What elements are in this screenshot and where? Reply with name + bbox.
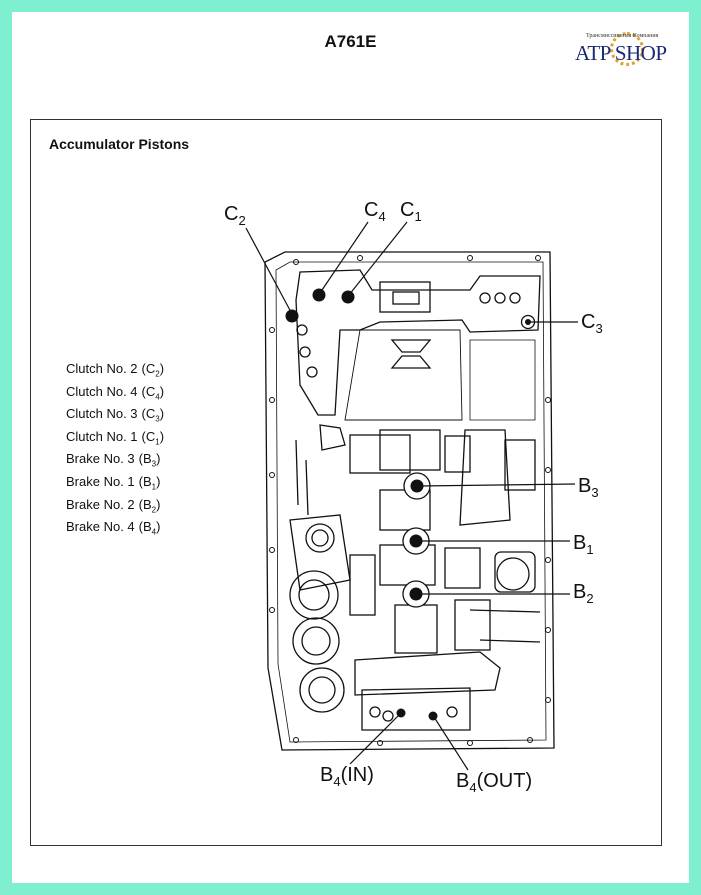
c4-leader (319, 221, 369, 294)
b4out-piston-marker (428, 711, 438, 721)
b1-label: B1 (573, 532, 594, 557)
b3-label: B3 (578, 475, 599, 500)
b4in-label: B4(IN) (320, 764, 374, 789)
figure-frame (30, 119, 662, 846)
legend-item: Clutch No. 3(C3) (66, 406, 165, 424)
b4out-leader (433, 716, 469, 771)
c3-label: C3 (581, 311, 603, 336)
b4in-leader (349, 713, 401, 765)
b2-label: B2 (573, 581, 594, 606)
b2-piston-marker (409, 587, 423, 601)
b3-piston-marker (410, 479, 424, 493)
bolt-holes (269, 255, 551, 746)
legend-item: Brake No. 2(B2) (66, 496, 161, 515)
legend-item: Clutch No. 4(C4) (66, 383, 165, 402)
logo-brand: ATP SHOP (575, 41, 667, 65)
c4-label: C4 (364, 199, 386, 224)
legend-item: Clutch No. 2(C2) (66, 361, 165, 379)
legend-item: Brake No. 1(B1) (66, 473, 161, 492)
accumulator-markers (285, 288, 536, 721)
c2-label: C2 (224, 203, 246, 228)
callout-labels: C2 C4 C1 C3 B3 B1 B2 B4(IN) B4(OUT) (224, 199, 603, 795)
b3-leader (417, 483, 576, 487)
c1-leader (348, 221, 408, 296)
legend-item: Brake No. 3(B3) (66, 451, 161, 469)
c1-piston-marker (341, 290, 355, 304)
accumulator-legend: Clutch No. 2(C2) Clutch No. 4(C4) Clutch… (66, 358, 164, 539)
legend-item: Brake No. 4(B4) (66, 519, 161, 537)
leader-lines (245, 221, 578, 771)
c4-piston-marker (312, 288, 326, 302)
atp-shop-logo: Трансмиссионная Компания ATP SHOP (572, 30, 682, 80)
c2-leader (245, 227, 293, 315)
section-title: Accumulator Pistons (49, 136, 190, 152)
legend-item: Clutch No. 1(C1) (66, 428, 165, 447)
b1-piston-marker (409, 534, 423, 548)
c2-piston-marker (285, 309, 299, 323)
c1-label: C1 (400, 199, 422, 224)
b4out-label: B4(OUT) (456, 770, 532, 795)
page-title: A761E (324, 32, 377, 51)
logo-tagline: Трансмиссионная Компания (586, 33, 659, 39)
valve-body-outline (264, 251, 555, 751)
gear-icon (610, 32, 644, 66)
